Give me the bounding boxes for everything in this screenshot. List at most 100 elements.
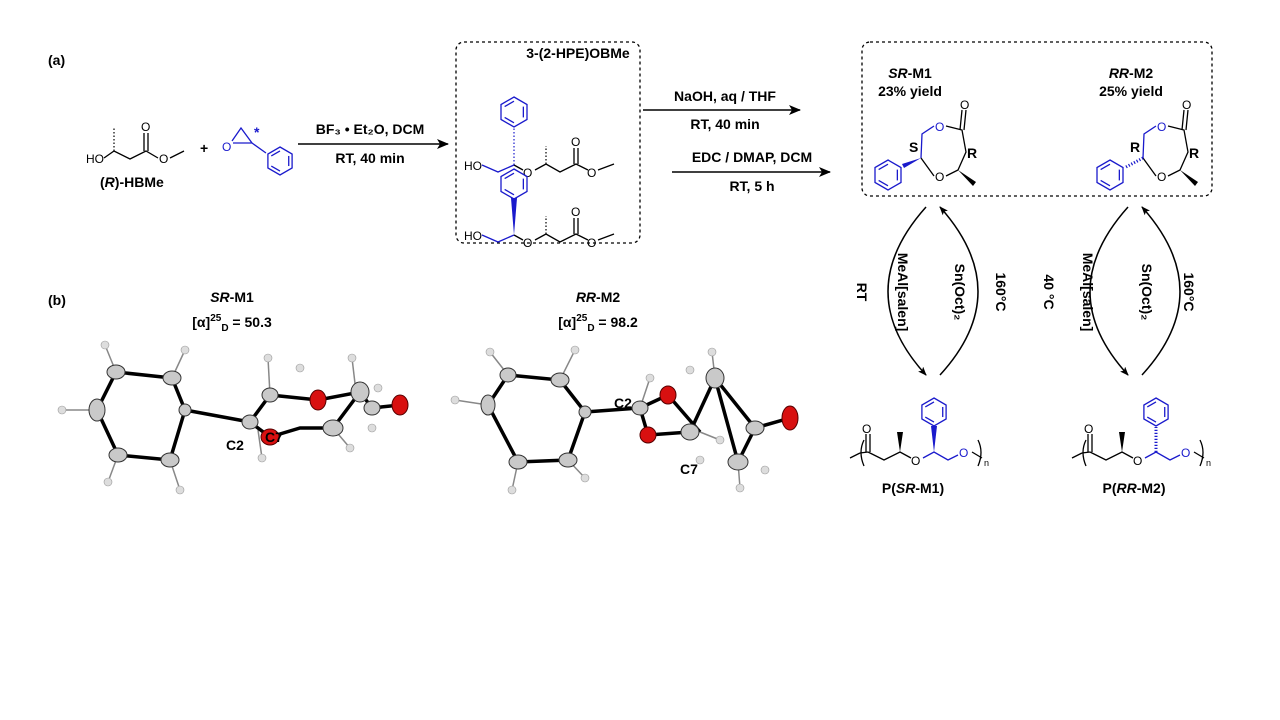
- intermediate-isomer-1: HO O O O: [464, 96, 615, 180]
- atom-label: O: [1084, 422, 1093, 436]
- depolymerization-arrow: [1141, 206, 1181, 376]
- atom-label: HO: [86, 152, 104, 166]
- aromatic-double-bond: [504, 100, 515, 108]
- phenyl-ring: [500, 96, 528, 128]
- stereo-label: S: [909, 139, 918, 155]
- aromatic-double-bond: [1100, 179, 1111, 187]
- aromatic-double-bond: [878, 179, 889, 187]
- aromatic-double-bond: [270, 150, 281, 157]
- ortep-rr-m2: C2 C7: [450, 345, 799, 495]
- phenyl-ring: [1143, 397, 1169, 427]
- atom-label: O: [571, 135, 580, 149]
- stereo-star: *: [254, 124, 260, 140]
- hbme-structure: HO O O (R)-HBMe: [86, 120, 185, 190]
- rop-catalyst: MeAl[salen]: [1080, 253, 1096, 332]
- atom-label: O: [587, 236, 596, 250]
- ortep-sr-m1: C2 C7: [57, 340, 409, 495]
- atom-label: O: [959, 446, 968, 460]
- phenyl-ring: [1096, 159, 1124, 191]
- atom-label: HO: [464, 159, 482, 173]
- step2-reagent: NaOH, aq / THF: [674, 88, 776, 104]
- aromatic-double-bond: [270, 165, 281, 172]
- aromatic-double-bond: [1100, 163, 1111, 171]
- phenyl-ring: [267, 146, 293, 176]
- atom-label: HO: [464, 229, 482, 243]
- monomer-sr-m1: SR-M1 23% yield O O O S R: [874, 65, 977, 191]
- rop-temperature: 40 °C: [1041, 274, 1057, 309]
- atom-label: O: [1157, 170, 1166, 184]
- step2-condition: RT, 40 min: [690, 116, 759, 132]
- aromatic-double-bond: [504, 172, 515, 180]
- intermediate-box: [455, 41, 641, 244]
- hbme-label: (R)-HBMe: [100, 174, 164, 190]
- atom-label: O: [587, 166, 596, 180]
- atom-label: O: [935, 120, 944, 134]
- atom-label: O: [523, 166, 532, 180]
- styrene-oxide-structure: O *: [222, 124, 293, 176]
- rop-cycle-m2: 40 °C MeAl[salen] Sn(Oct)₂ 160°C: [1041, 206, 1197, 376]
- atom-label-c2: C2: [614, 395, 632, 411]
- repeat-n: n: [984, 458, 989, 468]
- stereo-label: R: [1189, 145, 1199, 161]
- depolymerization-temperature: 160°C: [993, 272, 1009, 311]
- intermediate-isomer-2: HO O O O: [464, 168, 615, 250]
- phenyl-ring: [921, 397, 947, 427]
- aromatic-double-bond: [924, 416, 935, 423]
- depolymerization-arrow: [939, 206, 979, 376]
- monomer-yield: 23% yield: [878, 83, 942, 99]
- depolymerization-temperature: 160°C: [1181, 272, 1197, 311]
- monomer-yield: 25% yield: [1099, 83, 1163, 99]
- step3-reagent: EDC / DMAP, DCM: [692, 149, 812, 165]
- atom-label: O: [862, 422, 871, 436]
- atom-label: O: [159, 152, 168, 166]
- intermediate-title: 3-(2-HPE)OBMe: [526, 45, 630, 61]
- monomer-name: SR-M1: [888, 65, 932, 81]
- crystal-title-m2: RR-M2: [576, 289, 621, 305]
- depolymerization-catalyst: Sn(Oct)₂: [952, 264, 968, 321]
- rop-cycle-m1: RT MeAl[salen] Sn(Oct)₂ 160°C: [854, 206, 1009, 376]
- aromatic-double-bond: [878, 163, 889, 171]
- monomer-rr-m2: RR-M2 25% yield O O O R R: [1096, 65, 1199, 191]
- panel-label-b: (b): [48, 292, 66, 308]
- plus-sign: +: [200, 140, 208, 156]
- atom-label: O: [523, 236, 532, 250]
- atom-label: O: [935, 170, 944, 184]
- monomer-box: [861, 41, 1213, 197]
- step3-condition: RT, 5 h: [729, 178, 774, 194]
- atom-label-c7: C7: [680, 461, 698, 477]
- crystal-title-m1: SR-M1: [210, 289, 254, 305]
- aromatic-double-bond: [504, 188, 515, 196]
- optical-rotation-m1: [α]25D = 50.3: [192, 313, 272, 334]
- polymer-sr-m1: O O O n P(SR-M1): [849, 397, 989, 496]
- polymer-label: P(RR-M2): [1102, 480, 1165, 496]
- rop-arrow: [887, 206, 927, 376]
- rop-temperature: RT: [854, 283, 870, 302]
- rop-catalyst: MeAl[salen]: [895, 253, 911, 332]
- optical-rotation-m2: [α]25D = 98.2: [558, 313, 638, 334]
- depolymerization-catalyst: Sn(Oct)₂: [1139, 264, 1155, 321]
- aromatic-double-bond: [924, 401, 935, 408]
- atom-label: O: [960, 98, 969, 112]
- atom-label: O: [1181, 446, 1190, 460]
- atom-label-c2: C2: [226, 437, 244, 453]
- atom-label: O: [222, 140, 231, 154]
- atom-label: O: [911, 454, 920, 468]
- panel-label-a: (a): [48, 52, 65, 68]
- step1-reagent: BF₃ • Et₂O, DCM: [316, 121, 425, 137]
- phenyl-ring: [874, 159, 902, 191]
- stereo-label: R: [1130, 139, 1140, 155]
- rop-arrow: [1089, 206, 1129, 376]
- repeat-n: n: [1206, 458, 1211, 468]
- atom-label: O: [1157, 120, 1166, 134]
- phenyl-ring: [500, 168, 528, 200]
- atom-label: O: [1182, 98, 1191, 112]
- aromatic-double-bond: [1146, 416, 1157, 423]
- atom-label: O: [141, 120, 150, 134]
- aromatic-double-bond: [1146, 401, 1157, 408]
- monomer-name: RR-M2: [1109, 65, 1154, 81]
- polymer-rr-m2: O O O n P(RR-M2): [1071, 397, 1211, 496]
- stereo-label: R: [967, 145, 977, 161]
- aromatic-double-bond: [504, 116, 515, 124]
- atom-label: O: [1133, 454, 1142, 468]
